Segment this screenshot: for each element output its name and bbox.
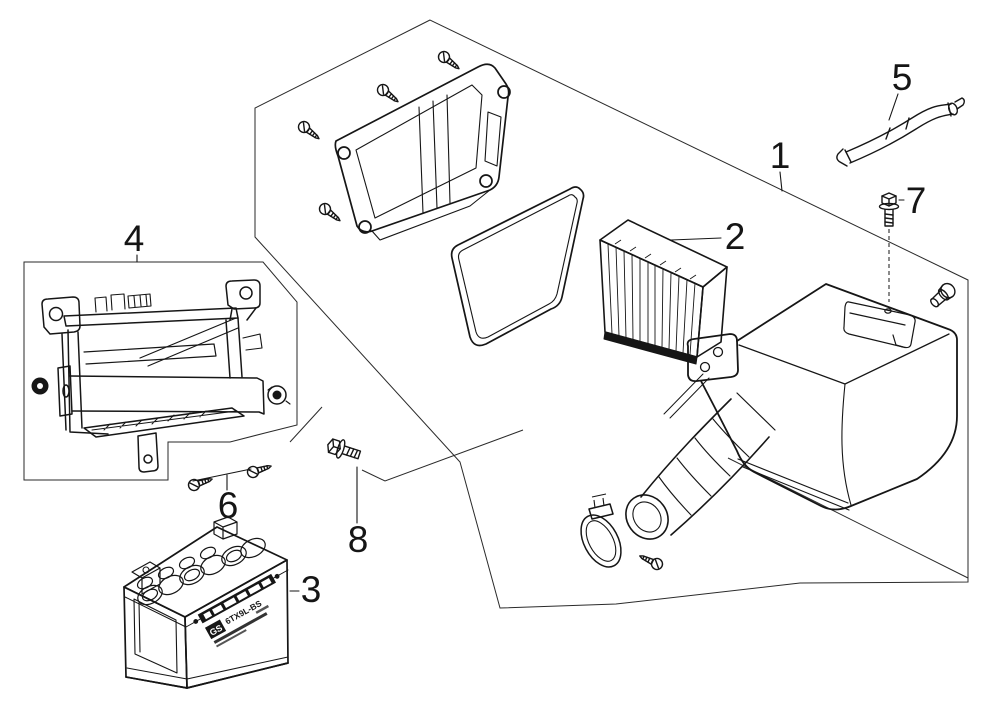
breather-hose [836, 97, 965, 167]
callout-numbers: 1 2 3 4 5 6 7 8 [124, 57, 927, 610]
duct-clamp [580, 493, 622, 568]
clamp-screw [636, 550, 666, 573]
cover-gasket [450, 186, 585, 347]
air-filter-element [599, 219, 728, 365]
air-cleaner-case [625, 283, 958, 540]
bolt-8 [324, 435, 363, 465]
callout-4: 4 [124, 218, 145, 259]
battery [123, 516, 289, 689]
air-cleaner-cover [334, 63, 511, 241]
battery-label: GS 6TX9L-BS [193, 573, 280, 648]
group-outline-air-cleaner [254, 19, 969, 609]
callout-5: 5 [892, 57, 913, 98]
callout-7: 7 [906, 180, 927, 221]
drain-plug [930, 282, 956, 308]
callout-2: 2 [725, 216, 746, 257]
callout-3: 3 [301, 569, 322, 610]
battery-bracket [31, 279, 291, 473]
callout-1: 1 [770, 135, 791, 176]
callout-8: 8 [348, 519, 369, 560]
bolt-7 [878, 192, 900, 302]
group-outline-battery-bracket [23, 261, 298, 481]
callout-6: 6 [218, 485, 239, 526]
callout-leaders [136, 93, 905, 592]
